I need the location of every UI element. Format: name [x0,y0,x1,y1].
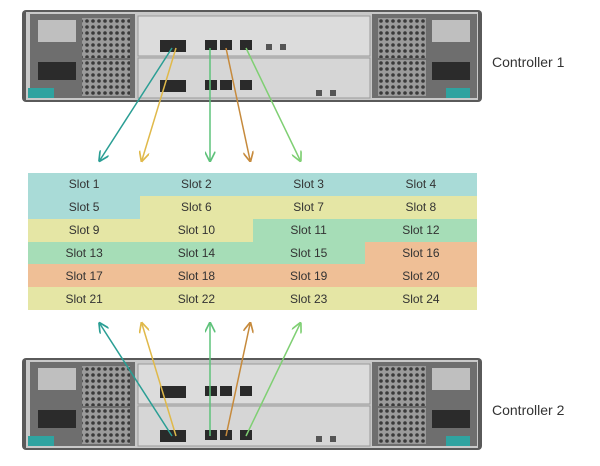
slot-cell: Slot 2 [140,173,253,196]
slot-cell: Slot 7 [252,195,365,219]
controller-1-arrows [100,47,300,160]
arrow-c1-yellow [142,47,177,160]
slot-cell: Slot 23 [252,287,365,310]
slot-cell: Slot 1 [28,173,141,196]
arrow-c1-teal [100,47,173,160]
slot-cell: Slot 6 [140,195,253,219]
arrow-c2-teal [100,324,173,437]
arrow-c2-lightgreen [245,324,300,437]
arrow-c1-lightgreen [245,47,300,160]
slot-cell: Slot 5 [28,195,141,219]
slot-cell: Slot 4 [364,173,477,196]
arrow-c2-brown [225,324,250,437]
controller-1-chassis [22,10,482,102]
controller-2-label: Controller 2 [492,402,565,418]
slot-cell: Slot 17 [28,264,141,288]
arrow-c1-brown [225,47,250,160]
slot-cell: Slot 14 [140,241,253,265]
slot-cell: Slot 22 [140,287,253,310]
controller-2-chassis [22,358,482,450]
slot-cell: Slot 20 [364,264,477,288]
slot-cell: Slot 11 [252,218,365,242]
slot-cell: Slot 9 [28,218,141,242]
slot-cell: Slot 12 [364,218,477,242]
slot-cell: Slot 3 [252,173,365,196]
arrow-c2-yellow [142,324,177,437]
slot-cell: Slot 24 [364,287,477,310]
slot-cell: Slot 13 [28,241,141,265]
controller-1-label: Controller 1 [492,54,565,70]
controller-2-arrows [100,324,300,437]
slot-cell: Slot 10 [140,218,253,242]
slot-cell: Slot 15 [252,241,365,265]
slot-cell: Slot 18 [140,264,253,288]
slot-cell: Slot 16 [364,241,477,265]
slot-cell: Slot 8 [364,195,477,219]
slot-cell: Slot 19 [252,264,365,288]
slot-cell: Slot 21 [28,287,141,310]
